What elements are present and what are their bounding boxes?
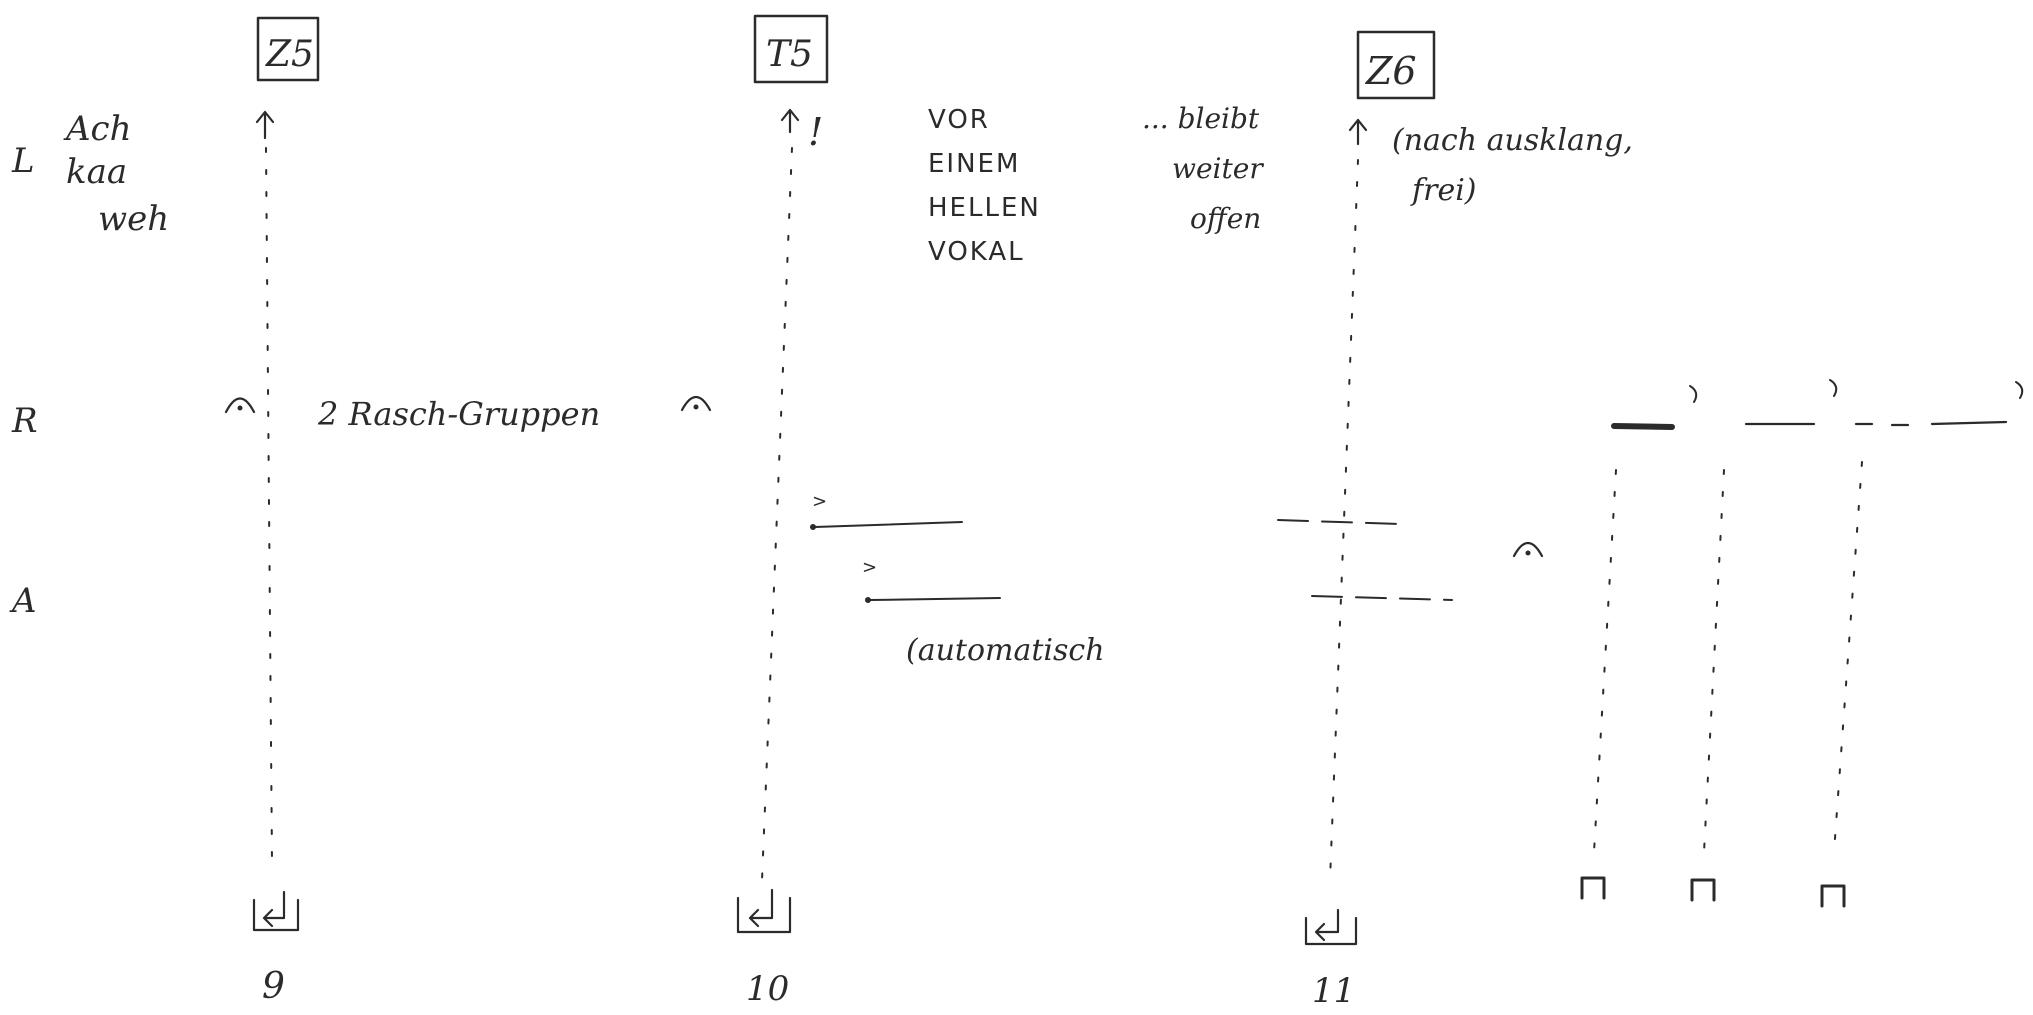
fermata-dot	[1525, 550, 1531, 556]
cue-line-t5	[761, 147, 793, 881]
marker-z5: Z5 9	[224, 16, 320, 1007]
flow-line	[1277, 519, 1401, 525]
bleibt-note-1: ... bleibt	[1142, 102, 1260, 135]
vowel-note-1: VOR	[928, 105, 990, 135]
fermata-icon	[680, 395, 712, 412]
lyrics-line-2: kaa	[66, 152, 127, 192]
up-arrow-icon	[1348, 118, 1368, 146]
cue-line-z5	[265, 147, 273, 861]
sustain-line	[814, 521, 963, 528]
exclamation-mark: !	[808, 110, 823, 154]
lyrics-line-1: Ach	[63, 109, 132, 149]
marker-box-z6	[1356, 30, 1436, 100]
marker-box-t5	[753, 14, 829, 84]
enter-icon	[252, 890, 300, 932]
nach-note-2: frei)	[1410, 173, 1477, 208]
attack-dot	[865, 597, 871, 603]
marker-box-z5	[256, 16, 320, 82]
enter-icon	[1304, 908, 1358, 946]
cutoff-icon	[1690, 878, 1716, 902]
marker-label-z6: Z6	[1365, 49, 1417, 93]
row-label-L: L	[11, 141, 35, 181]
breath-mark	[1689, 385, 1698, 403]
fermata-dot	[237, 405, 243, 411]
tail-line-2	[1703, 469, 1725, 853]
row-label-A: A	[9, 581, 37, 621]
flow-line	[1311, 595, 1453, 601]
cutoff-icon	[1580, 876, 1606, 900]
bleibt-note-2: weiter	[1172, 152, 1264, 185]
marker-label-t5: T5	[766, 34, 813, 75]
marker-number-9: 9	[262, 966, 285, 1007]
attack-dot	[810, 524, 816, 530]
rasch-gruppen-note: 2 Rasch-Gruppen	[317, 395, 600, 433]
lyrics-line-3: weh	[98, 199, 169, 239]
marker-label-z5: Z5	[265, 34, 314, 75]
vowel-note-3: HELLEN	[928, 193, 1041, 223]
marker-number-10: 10	[746, 969, 789, 1009]
nach-note-1: (nach ausklang,	[1392, 123, 1633, 158]
tail-line-1	[1593, 469, 1617, 853]
up-arrow-icon	[780, 108, 800, 134]
marker-z6: Z6 11	[1277, 30, 1453, 1011]
up-arrow-icon	[255, 110, 275, 140]
fermata-icon	[224, 397, 256, 414]
marker-number-11: 11	[1312, 971, 1355, 1010]
enter-icon	[736, 888, 792, 934]
breath-mark	[2015, 381, 2024, 399]
vowel-note-4: VOKAL	[928, 237, 1025, 267]
thick-segment	[1611, 423, 1675, 430]
segment	[1930, 420, 2008, 426]
vowel-note-2: EINEM	[928, 149, 1020, 179]
tail-line-3	[1833, 461, 1863, 853]
sustain-line	[869, 597, 1001, 601]
bleibt-note-3: offen	[1190, 202, 1261, 235]
fermata-icon	[1512, 541, 1544, 558]
fermata-dot	[693, 404, 699, 410]
tail-section	[1580, 379, 2024, 908]
cutoff-icon	[1820, 884, 1846, 908]
accent-mark: >	[812, 491, 827, 512]
automatisch-note: (automatisch	[906, 633, 1105, 668]
breath-mark	[1829, 379, 1838, 397]
cue-line-z6	[1329, 159, 1359, 881]
row-label-R: R	[11, 401, 38, 441]
marker-t5: T5 ! > > (automatisch 10	[736, 14, 1105, 1009]
accent-mark: >	[862, 557, 877, 578]
